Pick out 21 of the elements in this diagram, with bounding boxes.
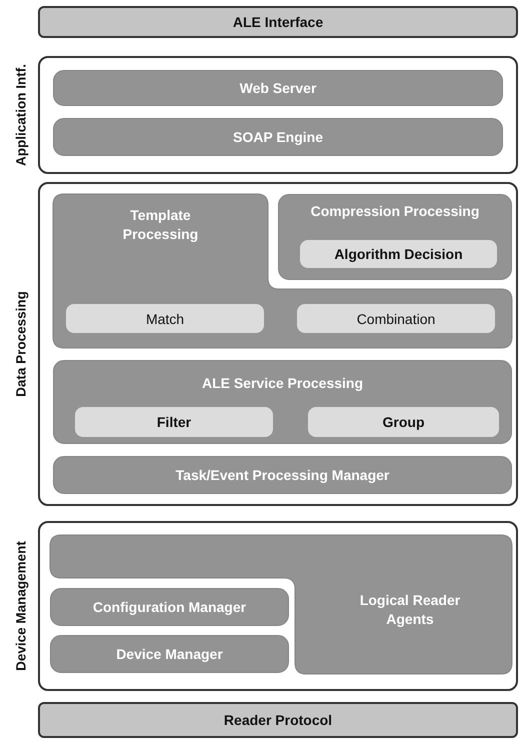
submodule-block: Filter [75,407,273,437]
module-block: Task/Event Processing Manager [53,456,512,494]
module-title: Compression Processing [310,203,480,219]
module-title: ALE Service Processing [200,375,364,391]
submodule-block: Combination [297,304,495,333]
module-title: Template Processing [122,206,200,244]
layer-label: Application Intf. [14,64,28,166]
module-block: Device Manager [50,635,289,673]
layer-bar: Reader Protocol [38,702,518,738]
layer-label: Device Management [14,541,28,671]
module-block: Configuration Manager [50,588,289,626]
module-title: Logical Reader Agents [358,591,462,629]
module-block [278,194,512,280]
submodule-block: Match [66,304,264,333]
submodule-block: Group [308,407,499,437]
layer-bar: ALE Interface [38,6,518,38]
layer-label: Data Processing [14,291,28,397]
module-block: Web Server [53,70,503,106]
module-block: SOAP Engine [53,118,503,156]
module-block [53,360,512,444]
submodule-block: Algorithm Decision [300,240,497,268]
